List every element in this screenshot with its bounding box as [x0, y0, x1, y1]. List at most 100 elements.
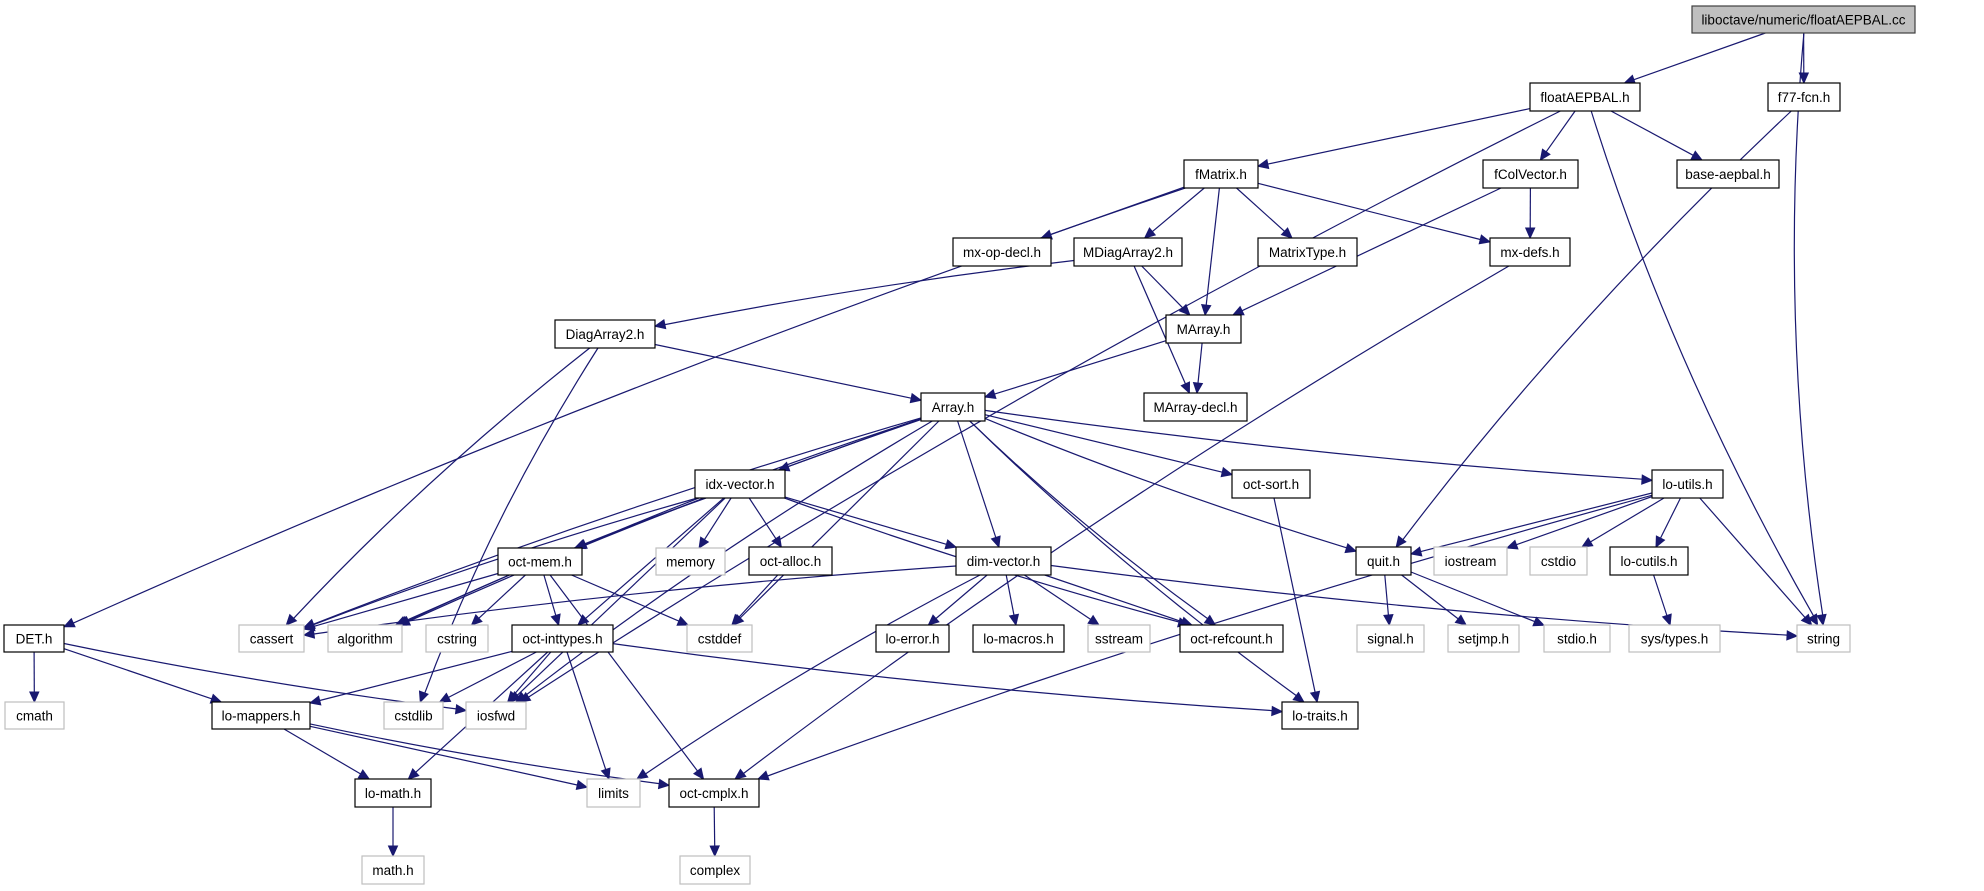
- arrowhead-icon: [357, 769, 371, 780]
- edge-fMatrix_h-to-mx_defs_h: [1257, 182, 1492, 245]
- node-complex: complex: [679, 855, 751, 885]
- node-mx-defs-h[interactable]: mx-defs.h: [1489, 237, 1571, 267]
- node-dim-vector-h[interactable]: dim-vector.h: [955, 546, 1052, 576]
- arrowhead-icon: [1008, 613, 1020, 627]
- edge-line: [313, 565, 957, 635]
- node-quit-h[interactable]: quit.h: [1355, 546, 1412, 576]
- node-floatAEPBAL-h[interactable]: floatAEPBAL.h: [1529, 82, 1641, 112]
- edge-line: [713, 806, 716, 847]
- edge-line: [1653, 574, 1668, 616]
- node-label: quit.h: [1367, 554, 1400, 569]
- edge-Array_h-to-oct_sort_h: [984, 414, 1234, 478]
- edge-line: [612, 643, 1273, 712]
- edge-oct_mem_h-to-algorithm: [394, 574, 510, 626]
- node-label: complex: [690, 863, 741, 878]
- node-label: idx-vector.h: [705, 477, 774, 492]
- arrowhead-icon: [944, 539, 958, 550]
- node-lo-traits-h[interactable]: lo-traits.h: [1281, 701, 1359, 730]
- node-box: [955, 546, 1052, 576]
- node-label: Array.h: [932, 400, 975, 415]
- arrowhead-icon: [1200, 304, 1212, 317]
- node-string: string: [1796, 624, 1851, 653]
- arrowhead-icon: [1786, 630, 1799, 641]
- node-memory: memory: [655, 547, 726, 576]
- edge-line: [1241, 187, 1502, 312]
- edge-line: [969, 420, 1297, 697]
- node-label: lo-math.h: [365, 786, 421, 801]
- edge-mx_defs_h-to-oct_cmplx_h: [734, 265, 1510, 780]
- node-f77-fcn-h[interactable]: f77-fcn.h: [1767, 82, 1841, 112]
- node-label: MDiagArray2.h: [1083, 245, 1173, 260]
- node-label: cassert: [250, 632, 294, 647]
- node-oct-mem-h[interactable]: oct-mem.h: [497, 547, 583, 576]
- arrowhead-icon: [1395, 535, 1407, 548]
- arrowhead-icon: [709, 845, 720, 858]
- node-lo-error-h[interactable]: lo-error.h: [875, 624, 950, 653]
- arrowhead-icon: [1807, 613, 1819, 627]
- node-label: dim-vector.h: [967, 554, 1041, 569]
- edge-line: [1044, 574, 1183, 623]
- node-lo-cutils-h[interactable]: lo-cutils.h: [1609, 546, 1689, 576]
- node-MatrixType-h[interactable]: MatrixType.h: [1257, 237, 1358, 267]
- edge-lo_cutils_h-to-sys_types_h: [1653, 574, 1672, 627]
- edge-MDiagArray2_h-to-MArray_h: [1141, 265, 1191, 316]
- node-label: oct-mem.h: [508, 555, 572, 570]
- node-oct-cmplx-h[interactable]: oct-cmplx.h: [668, 778, 760, 808]
- edge-oct_mem_h-to-cstddef: [571, 574, 690, 626]
- node-algorithm: algorithm: [327, 624, 403, 653]
- node-label: oct-inttypes.h: [522, 632, 602, 647]
- node-lo-mappers-h[interactable]: lo-mappers.h: [211, 701, 311, 730]
- edge-floatAEPBAL_h-to-fColVector_h: [1539, 110, 1576, 161]
- node-oct-inttypes-h[interactable]: oct-inttypes.h: [511, 624, 614, 653]
- node-lo-math-h[interactable]: lo-math.h: [354, 778, 432, 808]
- arrowhead-icon: [771, 535, 782, 549]
- arrowhead-icon: [29, 691, 40, 704]
- arrowhead-icon: [1344, 543, 1358, 554]
- node-box: [361, 855, 425, 885]
- node-Array-h[interactable]: Array.h: [920, 392, 986, 422]
- node-label: cmath: [16, 709, 53, 724]
- node-lo-macros-h[interactable]: lo-macros.h: [972, 624, 1065, 653]
- node-DET-h[interactable]: DET.h: [3, 624, 65, 653]
- node-box: [4, 701, 65, 730]
- edge-line: [1384, 574, 1389, 616]
- edge-line: [645, 574, 981, 775]
- edge-oct_sort_h-to-lo_traits_h: [1273, 497, 1321, 704]
- edge-line: [543, 574, 557, 616]
- node-lo-utils-h[interactable]: lo-utils.h: [1651, 469, 1724, 499]
- edge-idx_vector_h-to-iosfwd: [509, 497, 726, 703]
- node-MArray-h[interactable]: MArray.h: [1165, 314, 1242, 344]
- node-base-aepbal-h[interactable]: base-aepbal.h: [1676, 159, 1780, 189]
- node-box: [1165, 314, 1242, 344]
- edge-lo_utils_h-to-lo_cutils_h: [1655, 497, 1682, 549]
- arrowhead-icon: [1178, 303, 1191, 316]
- node-label: lo-cutils.h: [1620, 554, 1677, 569]
- arrowhead-icon: [1690, 150, 1704, 161]
- node-fMatrix-h[interactable]: fMatrix.h: [1183, 159, 1259, 189]
- edge-line: [319, 650, 513, 702]
- node-oct-alloc-h[interactable]: oct-alloc.h: [748, 546, 833, 576]
- edge-oct_inttypes_h-to-cstdlib: [438, 651, 537, 703]
- edge-lo_utils_h-to-string: [1699, 497, 1813, 626]
- arrowhead-icon: [698, 536, 710, 550]
- node-DiagArray2-h[interactable]: DiagArray2.h: [554, 319, 656, 349]
- arrowhead-icon: [1641, 474, 1654, 485]
- node-label: fColVector.h: [1494, 167, 1567, 182]
- node-label: algorithm: [337, 632, 393, 647]
- edge-line: [1410, 571, 1535, 623]
- edge-MDiagArray2_h-to-DiagArray2_h: [653, 259, 1075, 330]
- node-box: [1231, 469, 1311, 499]
- node-MArray-decl-h[interactable]: MArray-decl.h: [1143, 392, 1248, 422]
- edge-line: [1267, 108, 1531, 165]
- node-label: liboctave/numeric/floatAEPBAL.cc: [1701, 13, 1905, 28]
- node-mx-op-decl-h[interactable]: mx-op-decl.h: [952, 237, 1052, 267]
- arrowhead-icon: [1192, 382, 1204, 395]
- node-oct-refcount-h[interactable]: oct-refcount.h: [1179, 624, 1284, 653]
- edge-DET_h-to-lo_mappers_h: [63, 648, 223, 704]
- node-MDiagArray2-h[interactable]: MDiagArray2.h: [1073, 237, 1183, 267]
- node-fColVector-h[interactable]: fColVector.h: [1482, 159, 1579, 189]
- node-idx-vector-h[interactable]: idx-vector.h: [694, 469, 786, 499]
- edge-line: [748, 497, 777, 539]
- node-oct-sort-h[interactable]: oct-sort.h: [1231, 469, 1311, 499]
- node-root[interactable]: liboctave/numeric/floatAEPBAL.cc: [1691, 5, 1916, 34]
